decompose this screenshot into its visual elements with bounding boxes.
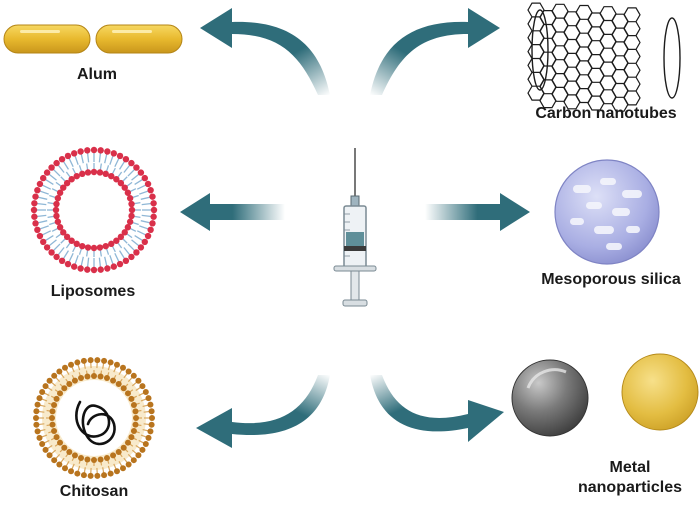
arrow-to-liposomes — [180, 193, 285, 231]
label-metal-line1: Metal — [609, 459, 651, 476]
metal-spheres-icon — [511, 353, 699, 437]
carbon-nanotube-icon — [527, 2, 681, 112]
label-alum: Alum — [77, 66, 117, 83]
label-liposomes: Liposomes — [50, 283, 136, 300]
label-mesoporous-silica: Mesoporous silica — [541, 271, 681, 288]
arrow-to-chitosan — [196, 375, 330, 448]
label-carbon-nanotubes: Carbon nanotubes — [535, 105, 677, 122]
arrow-to-carbon-nanotubes — [370, 8, 500, 95]
label-metal-nanoparticles: Metal nanoparticles — [560, 458, 700, 498]
arrow-to-mesoporous-silica — [425, 193, 530, 231]
arrow-to-alum — [200, 8, 330, 95]
liposome-icon — [30, 146, 158, 274]
chitosan-particle-icon — [33, 357, 155, 479]
arrow-to-metal-nanoparticles — [370, 375, 504, 442]
silica-sphere-icon — [554, 159, 660, 265]
alum-capsules-icon — [3, 24, 183, 54]
label-chitosan: Chitosan — [59, 483, 129, 500]
label-metal-line2: nanoparticles — [577, 479, 683, 496]
syringe-icon — [333, 148, 377, 307]
